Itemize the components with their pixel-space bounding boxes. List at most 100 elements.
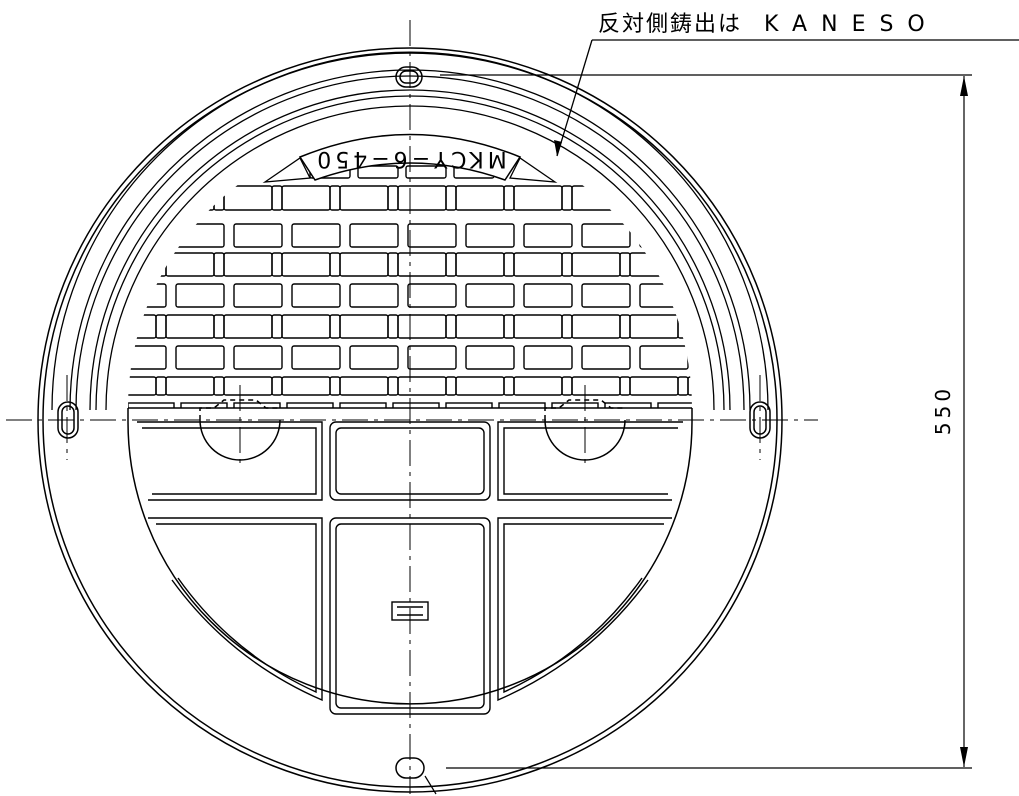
height-dimension: 550 xyxy=(440,74,972,769)
brick-slot xyxy=(339,252,389,277)
brick-slot xyxy=(155,376,167,396)
brick-slot xyxy=(581,345,631,370)
brick-slot xyxy=(639,283,689,308)
brick-slot xyxy=(397,185,447,211)
brick-slot xyxy=(213,185,225,211)
brick-slot xyxy=(561,314,573,339)
brick-slot xyxy=(98,186,108,210)
brick-slot xyxy=(281,314,331,339)
brick-pattern-grid xyxy=(98,165,692,408)
brick-slot xyxy=(397,252,447,277)
brick-slot xyxy=(503,376,515,396)
brick-slot xyxy=(687,376,692,396)
brick-slot xyxy=(407,223,457,248)
brick-slot xyxy=(657,402,692,408)
brick-slot xyxy=(619,314,631,339)
brick-slot xyxy=(551,402,599,408)
brick-slot xyxy=(271,185,283,211)
brick-slot xyxy=(281,252,331,277)
brick-slot xyxy=(329,185,341,211)
brick-slot xyxy=(445,376,457,396)
brick-slot xyxy=(291,223,341,248)
brick-slot xyxy=(445,314,457,339)
brick-slot xyxy=(329,252,341,277)
brick-slot xyxy=(445,185,457,211)
brick-slot xyxy=(571,314,621,339)
brick-slot xyxy=(339,402,387,408)
brick-slot xyxy=(465,345,515,370)
brick-slot xyxy=(281,185,331,211)
brick-slot xyxy=(349,223,399,248)
brick-slot xyxy=(407,283,457,308)
brick-slot xyxy=(465,283,515,308)
brick-slot xyxy=(128,402,175,408)
brick-slot xyxy=(397,376,447,396)
brick-slot xyxy=(223,314,273,339)
brick-slot xyxy=(155,185,167,211)
brick-slot xyxy=(503,185,515,211)
brick-slot xyxy=(397,314,447,339)
bottom-leader xyxy=(424,775,437,795)
brick-slot xyxy=(271,252,283,277)
brick-slot xyxy=(455,376,505,396)
brick-slot xyxy=(128,376,157,396)
brick-slot xyxy=(329,376,341,396)
brick-slot xyxy=(223,185,273,211)
brick-slot xyxy=(571,376,621,396)
brick-slot xyxy=(180,402,228,408)
brick-slot xyxy=(155,252,167,277)
brick-slot xyxy=(291,345,341,370)
brick-slot xyxy=(349,345,399,370)
brick-slot xyxy=(392,402,440,408)
brick-slot xyxy=(523,283,573,308)
brick-slot xyxy=(513,252,563,277)
brick-slot xyxy=(629,314,679,339)
brick-slot xyxy=(455,185,505,211)
brick-slot xyxy=(223,252,273,277)
brick-slot xyxy=(561,185,573,211)
brick-slot xyxy=(165,185,215,211)
brick-slot xyxy=(281,376,331,396)
center-lines xyxy=(6,20,818,794)
brick-slot xyxy=(629,252,679,277)
brick-slot xyxy=(387,314,399,339)
brick-slot xyxy=(465,223,515,248)
brick-slot xyxy=(687,314,692,339)
brick-slot xyxy=(213,252,225,277)
brick-slot xyxy=(155,314,167,339)
brick-slot xyxy=(571,185,621,211)
brick-slot xyxy=(175,223,225,248)
brick-slot xyxy=(223,376,273,396)
lifting-keyholes xyxy=(199,399,626,461)
brick-slot xyxy=(619,252,631,277)
brick-slot xyxy=(523,345,573,370)
brick-slot xyxy=(271,314,283,339)
brick-slot xyxy=(677,252,689,277)
brick-slot xyxy=(639,345,689,370)
brick-slot xyxy=(629,185,679,211)
brick-slot xyxy=(455,314,505,339)
brick-slot xyxy=(128,345,167,370)
brick-slot xyxy=(629,376,679,396)
brick-slot xyxy=(291,283,341,308)
brick-slot xyxy=(349,283,399,308)
dimension-value: 550 xyxy=(931,385,955,435)
brick-slot xyxy=(604,402,652,408)
brick-slot xyxy=(165,314,215,339)
brick-slot xyxy=(387,252,399,277)
brick-slot xyxy=(503,252,515,277)
brick-slot xyxy=(233,345,283,370)
brick-slot xyxy=(233,223,283,248)
brick-slot xyxy=(677,314,689,339)
brick-slot xyxy=(407,345,457,370)
brick-slot xyxy=(581,283,631,308)
brick-slot xyxy=(513,314,563,339)
brick-slot xyxy=(445,402,493,408)
brick-slot xyxy=(175,345,225,370)
brick-slot xyxy=(455,252,505,277)
brick-slot xyxy=(677,376,689,396)
brick-slot xyxy=(387,376,399,396)
brick-slot xyxy=(581,223,631,248)
